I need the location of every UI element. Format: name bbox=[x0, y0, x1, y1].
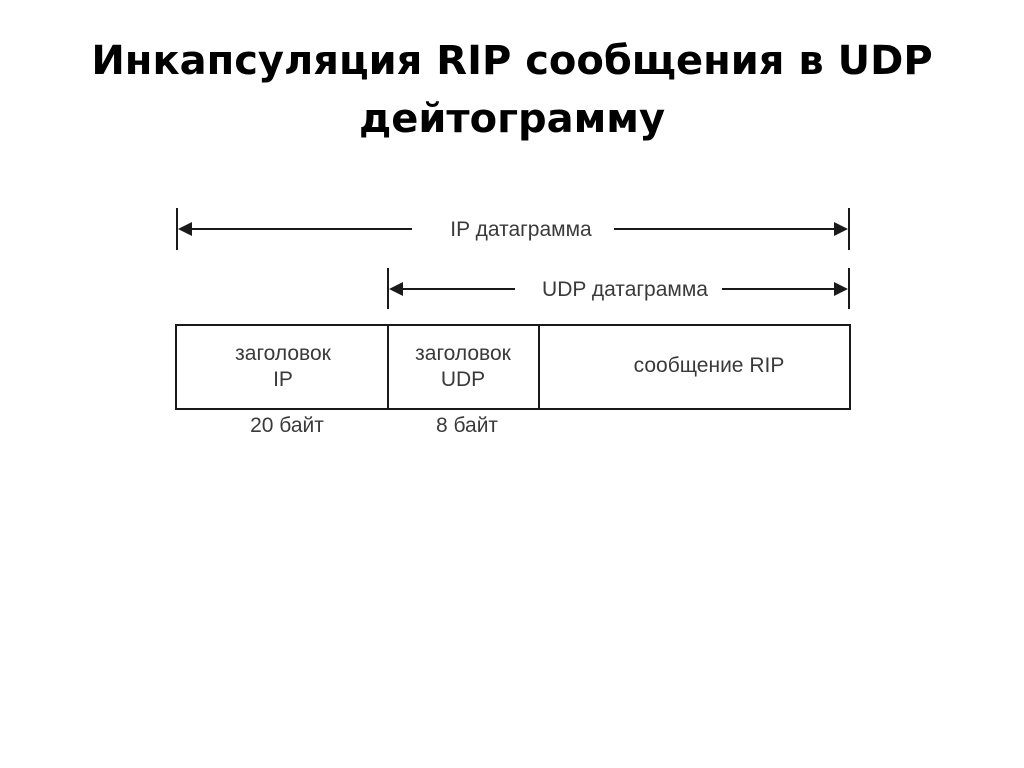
segment-rip-message: сообщение RIP bbox=[634, 354, 785, 377]
ip-datagram-label: IP датаграмма bbox=[450, 218, 592, 241]
udp-datagram-label: UDP датаграмма bbox=[542, 278, 708, 301]
udp-span-right-arrow bbox=[834, 282, 848, 296]
slide-title-line-1: Инкапсуляция RIP сообщения в UDP bbox=[91, 38, 933, 84]
segment-rip-message-label: сообщение RIP bbox=[634, 354, 785, 377]
slide-title-line-2: дейтограмму bbox=[358, 96, 666, 142]
segment-udp-header-line1: заголовок bbox=[415, 342, 511, 365]
segment-ip-header-line2: IP bbox=[273, 368, 293, 391]
udp-datagram-span: UDP датаграмма bbox=[387, 268, 850, 309]
udp-header-size-label: 8 байт bbox=[436, 414, 498, 437]
ip-span-left-arrow bbox=[178, 222, 192, 236]
slide-title: Инкапсуляция RIP сообщения в UDP дейтогр… bbox=[60, 32, 964, 148]
ip-span-right-arrow bbox=[834, 222, 848, 236]
udp-span-left-arrow bbox=[389, 282, 403, 296]
segment-ip-header: заголовок IP bbox=[235, 342, 331, 391]
segment-udp-header-line2: UDP bbox=[441, 368, 485, 391]
ip-header-size-label: 20 байт bbox=[250, 414, 324, 437]
segment-ip-header-line1: заголовок bbox=[235, 342, 331, 365]
ip-datagram-span: IP датаграмма bbox=[176, 208, 850, 250]
packet-box: заголовок IP заголовок UDP сообщение RIP bbox=[175, 324, 851, 410]
packet-box-outline bbox=[175, 324, 851, 410]
segment-udp-header: заголовок UDP bbox=[415, 342, 511, 391]
